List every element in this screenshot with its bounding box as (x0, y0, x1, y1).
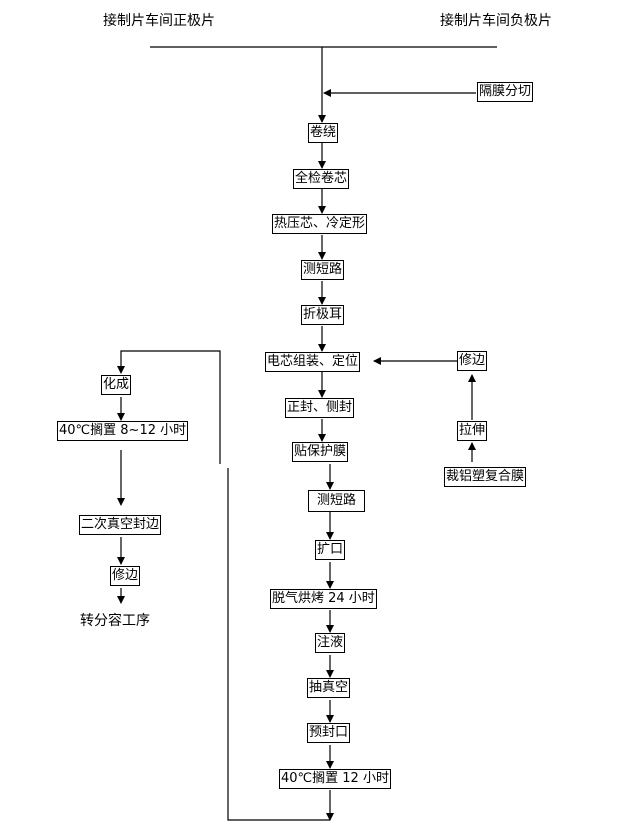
step-edge-trim: 修边 (110, 566, 141, 586)
step-degas-bake: 脱气烘烤 24 小时 (270, 589, 377, 609)
step-rest-12h: 40℃搁置 12 小时 (279, 769, 391, 789)
header-negative-label: 接制片车间负极片 (440, 13, 552, 29)
step-fold-tab: 折极耳 (301, 305, 345, 325)
step-expand: 扩口 (315, 540, 346, 560)
step-cut-laminate-film: 裁铝塑复合膜 (444, 467, 527, 487)
step-short-test-1: 测短路 (301, 260, 345, 280)
step-short-test-2: 测短路 (308, 490, 366, 512)
step-hot-cold-press: 热压芯、冷定形 (272, 214, 368, 234)
step-separator-cutting: 隔膜分切 (477, 82, 534, 102)
step-electrolyte-fill: 注液 (315, 633, 346, 653)
step-full-inspection: 全检卷芯 (293, 169, 350, 189)
step-stretch: 拉伸 (457, 421, 488, 441)
step-top-side-seal: 正封、侧封 (285, 398, 355, 418)
step-formation: 化成 (101, 375, 132, 395)
step-to-grading: 转分容工序 (80, 613, 150, 629)
step-rest-8-12h: 40℃搁置 8~12 小时 (57, 421, 189, 441)
header-positive-label: 接制片车间正极片 (103, 13, 215, 29)
step-protective-film: 贴保护膜 (292, 442, 349, 462)
branch-connector (117, 350, 221, 464)
step-pre-seal: 预封口 (307, 723, 351, 743)
return-connector (227, 468, 330, 821)
step-film-trim: 修边 (457, 351, 488, 371)
step-vacuum: 抽真空 (307, 678, 351, 698)
step-winding: 卷绕 (308, 123, 339, 143)
step-cell-assembly: 电芯组装、定位 (265, 352, 361, 372)
step-second-vacuum-seal: 二次真空封边 (79, 515, 162, 535)
